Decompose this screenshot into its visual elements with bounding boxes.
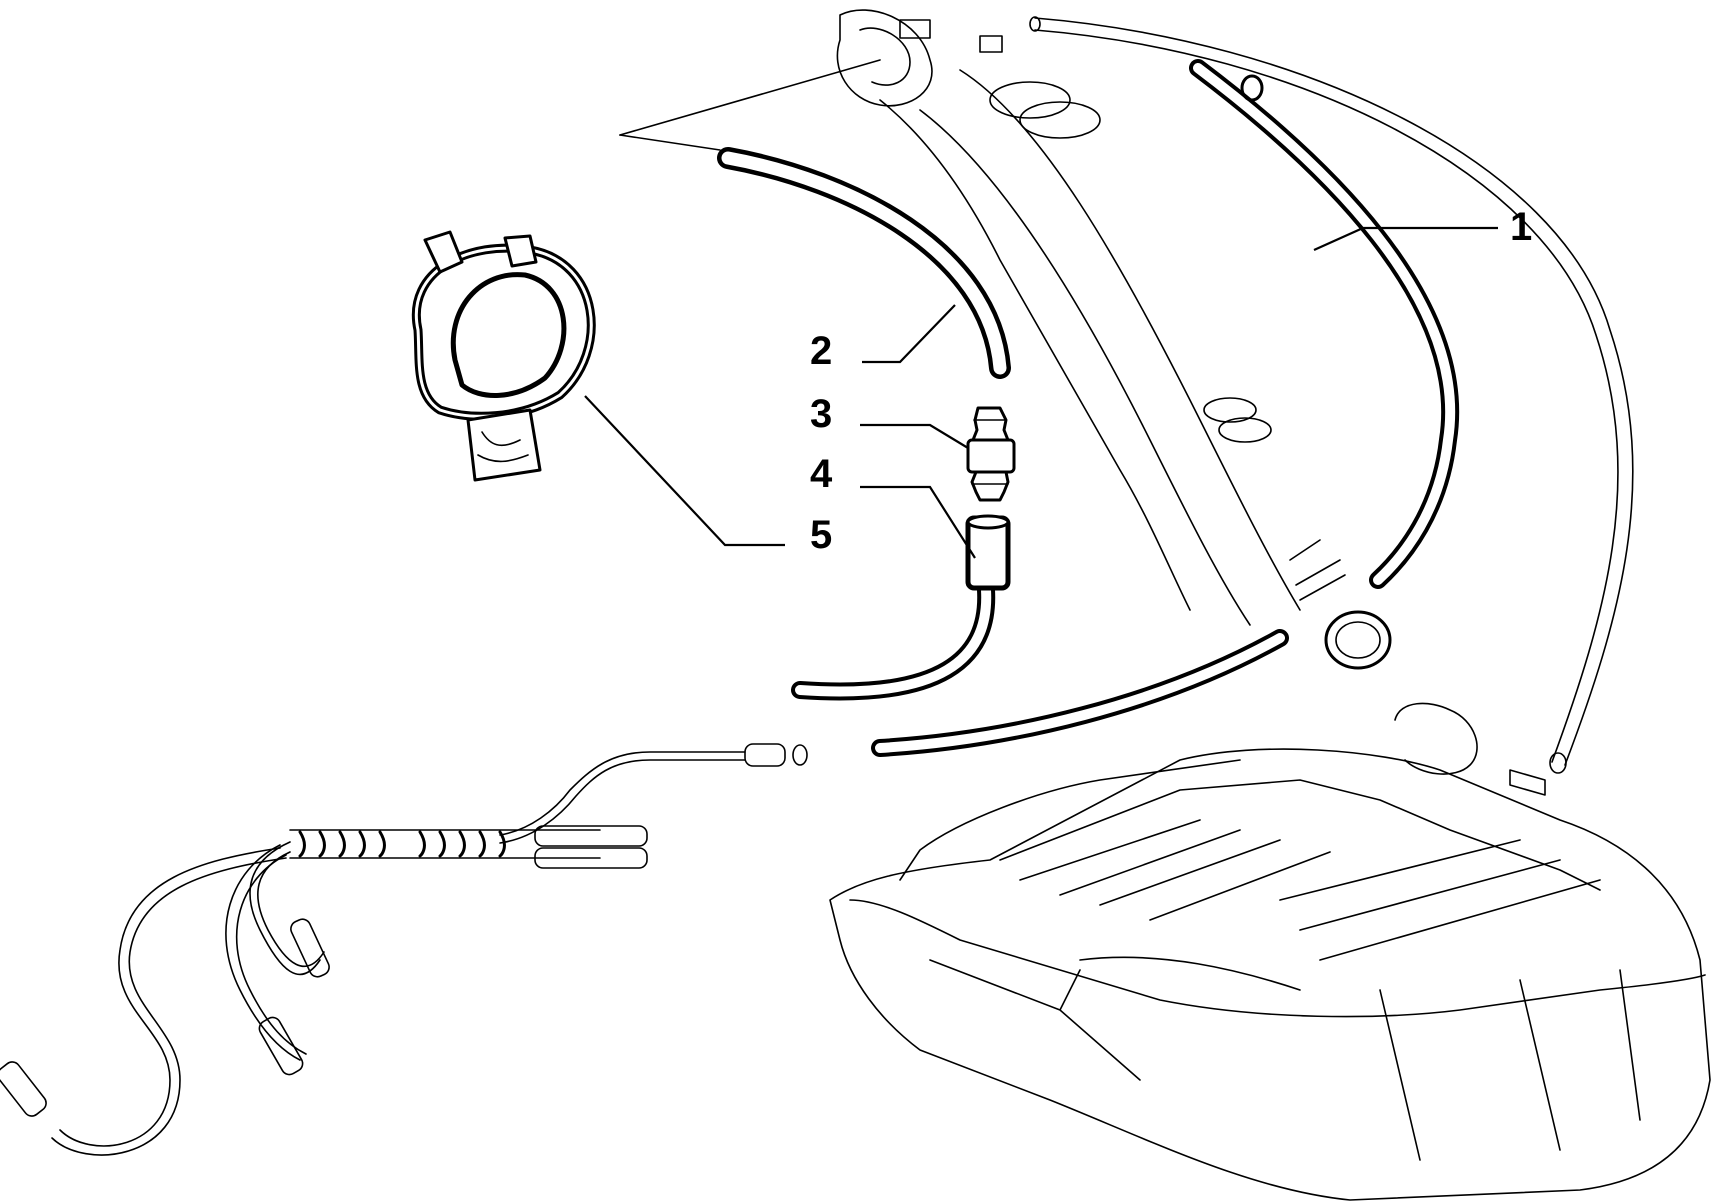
part-4-sleeve-pipe (791, 514, 1011, 701)
callout-2: 2 (810, 329, 832, 373)
callout-4: 4 (810, 452, 833, 496)
leader-line-3 (860, 423, 969, 449)
filler-neck-tube (619, 9, 1392, 670)
callout-5: 5 (810, 513, 832, 557)
leader-lines (584, 226, 1498, 559)
fuel-tank (829, 702, 1711, 1201)
part-5-clamp (411, 230, 596, 482)
part-2-hose (717, 147, 1011, 379)
callout-3: 3 (810, 392, 832, 436)
part-1-hose (871, 59, 1459, 757)
callout-1: 1 (1510, 205, 1532, 249)
leader-line-5 (584, 395, 785, 547)
part-3-connector (966, 406, 1016, 502)
wiring-harness (0, 743, 808, 1156)
leader-line-2 (862, 304, 956, 364)
leader-line-4 (860, 485, 976, 559)
leader-line-1 (1313, 226, 1498, 252)
vent-tube (1029, 16, 1634, 774)
